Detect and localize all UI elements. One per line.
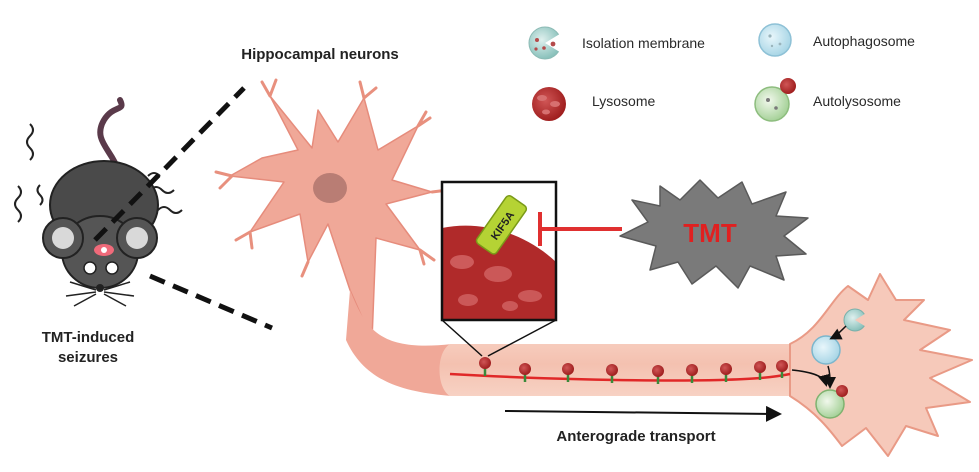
cargo-lysosome — [776, 360, 788, 378]
legend-label-autolysosome: Autolysosome — [813, 93, 901, 109]
axon-shaft — [439, 318, 820, 410]
isolation-membrane-icon — [528, 26, 563, 60]
zoom-line-lower — [149, 273, 273, 331]
cargo-lysosome — [606, 364, 618, 383]
microtubule-track — [449, 372, 791, 382]
autolysosome-icon — [754, 78, 796, 122]
legend: Isolation membrane Autophagosome Lysosom… — [528, 23, 915, 122]
tmt-label: TMT — [683, 218, 737, 248]
cargo-lysosome — [652, 365, 664, 384]
cargo-lysosome — [479, 357, 491, 376]
dendrite-branches — [214, 78, 450, 278]
tmt-induced-label-line2: seizures — [58, 349, 118, 366]
mouse-illustration — [14, 97, 183, 307]
neuron-cell-body — [229, 95, 433, 341]
cargo-lysosome — [686, 364, 698, 383]
autophagosome-at-terminal — [811, 335, 841, 365]
axon-hillock — [346, 290, 452, 396]
mouse-eye-left — [83, 261, 97, 275]
inset-pointer-left — [441, 319, 483, 357]
legend-item-isolation-membrane: Isolation membrane — [528, 26, 705, 60]
mouse-whiskers — [65, 281, 135, 307]
mouse-tail — [97, 97, 125, 173]
tmt-burst-shape — [619, 179, 809, 289]
mouse-nose — [96, 284, 104, 292]
lysosome-icon — [532, 87, 566, 121]
lysosome-cargo — [479, 357, 788, 384]
anterograde-arrow — [504, 405, 782, 422]
cargo-lysosome — [754, 361, 766, 380]
hippocampal-neurons-title: Hippocampal neurons — [241, 46, 399, 63]
neuron-nucleus — [313, 173, 347, 203]
fusion-events — [791, 308, 868, 419]
transport-arrow-3 — [823, 365, 836, 389]
cargo-lysosome — [720, 363, 732, 382]
kif5a-inset: KIF5A — [440, 180, 558, 357]
transport-arrow-1 — [829, 325, 847, 340]
mouse-eye-right — [105, 261, 119, 275]
legend-label-autophagosome: Autophagosome — [813, 33, 915, 49]
inset-pointer-right — [487, 319, 557, 357]
legend-label-lysosome: Lysosome — [592, 93, 656, 109]
tmt-induced-label-line1: TMT-induced — [42, 329, 135, 346]
cargo-lysosome — [519, 363, 531, 382]
legend-item-autolysosome: Autolysosome — [754, 78, 901, 122]
shake-lines-left — [14, 123, 44, 223]
anterograde-transport-label: Anterograde transport — [556, 428, 715, 445]
axon-terminal — [789, 273, 973, 457]
autolysosome-at-terminal — [815, 389, 845, 419]
legend-label-isolation-membrane: Isolation membrane — [582, 35, 705, 51]
neuron-soma — [214, 78, 450, 341]
isolation-membrane-at-terminal — [843, 308, 868, 332]
cargo-lysosome — [562, 363, 574, 382]
legend-item-lysosome: Lysosome — [532, 87, 656, 121]
zoom-line-upper — [93, 86, 246, 242]
tmt-burst: TMT — [619, 179, 809, 289]
legend-item-autophagosome: Autophagosome — [758, 23, 915, 57]
autophagosome-icon — [758, 23, 792, 57]
